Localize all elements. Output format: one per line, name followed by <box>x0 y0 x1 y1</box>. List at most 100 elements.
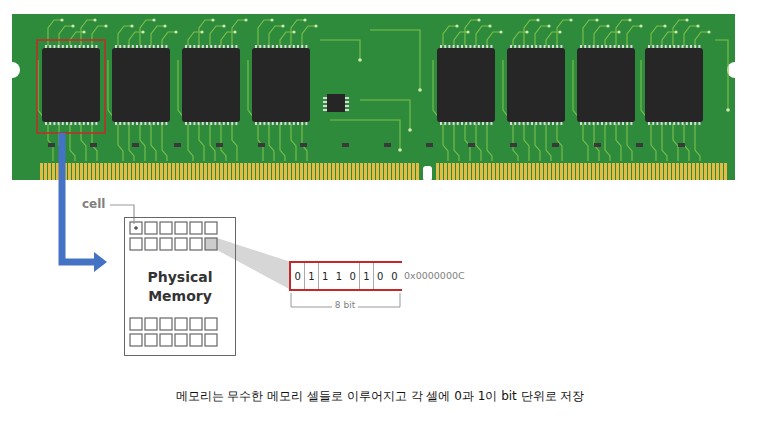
pcb-trace <box>454 32 468 46</box>
pcb-trace <box>302 26 316 46</box>
bit-cell: 0 <box>387 263 401 289</box>
pcb-trace <box>695 32 709 46</box>
gold-contact <box>476 163 479 180</box>
memory-chip <box>437 45 495 125</box>
pcb-trace <box>651 26 665 46</box>
gold-contact <box>176 163 179 180</box>
gold-contact <box>112 163 115 180</box>
via-dot <box>595 18 598 21</box>
gold-contact <box>344 163 347 180</box>
gold-contact <box>676 163 679 180</box>
pcb-trace <box>280 124 285 161</box>
gold-contact <box>368 163 371 180</box>
gold-contact <box>160 163 163 180</box>
gold-contact <box>144 163 147 180</box>
gold-contact <box>440 163 443 180</box>
gold-contact <box>612 163 615 180</box>
gold-contact <box>376 163 379 180</box>
pcb-trace <box>129 124 134 161</box>
pcb-trace <box>476 124 481 161</box>
gold-contact <box>236 163 239 180</box>
bit-value: 0 <box>350 270 356 283</box>
gold-contact <box>632 163 635 180</box>
gold-contact <box>496 163 499 180</box>
gold-contact <box>556 163 559 180</box>
memory-cell <box>160 334 172 346</box>
memory-cell <box>160 318 172 330</box>
bit-cell: 0 <box>291 263 305 289</box>
gold-contact <box>544 163 547 180</box>
gold-contact <box>680 163 683 180</box>
gold-contact <box>220 163 223 180</box>
arrow-head <box>94 252 107 272</box>
gold-contact <box>100 163 103 180</box>
pcb-trace <box>513 32 527 46</box>
memory-cell <box>130 238 142 250</box>
gold-contact <box>624 163 627 180</box>
gold-contact <box>464 163 467 180</box>
gold-contact <box>408 163 411 180</box>
pcb-trace <box>188 32 202 46</box>
memory-cell <box>160 222 172 234</box>
gold-contact <box>116 163 119 180</box>
pcb-trace <box>232 124 237 161</box>
gold-contact <box>308 163 311 180</box>
gold-contact <box>600 163 603 180</box>
via-dot <box>71 24 74 27</box>
memory-chip <box>577 45 635 125</box>
gold-contact <box>448 163 451 180</box>
smd-component <box>216 143 223 147</box>
via-dot <box>569 18 572 21</box>
pcb-trace <box>258 124 263 161</box>
bit-cell: 0 <box>346 263 360 289</box>
chip-body <box>42 48 100 122</box>
pcb-trace <box>557 124 562 161</box>
via-dot <box>455 24 458 27</box>
gold-contact <box>508 163 511 180</box>
via-dot <box>292 30 295 33</box>
via-dot <box>685 18 688 21</box>
memory-cell <box>130 334 142 346</box>
gold-contact <box>528 163 531 180</box>
pcb-trace <box>330 120 400 150</box>
gold-contact <box>716 163 719 180</box>
bit-value: 1 <box>322 270 328 283</box>
bit-cell: 1 <box>360 263 374 289</box>
chip-body <box>112 48 170 122</box>
gold-contact <box>396 163 399 180</box>
smd-component <box>384 143 391 147</box>
gold-contact <box>640 163 643 180</box>
gold-contact <box>656 163 659 180</box>
memory-chip <box>507 45 565 125</box>
gold-contacts <box>40 163 727 180</box>
gold-contact <box>200 163 203 180</box>
chip-pin <box>345 97 349 99</box>
bit-value: 1 <box>363 270 369 283</box>
pcb-trace <box>583 124 588 161</box>
gold-contact <box>384 163 387 180</box>
pcb-trace <box>673 124 678 161</box>
gold-contact <box>212 163 215 180</box>
gold-contact <box>300 163 303 180</box>
gold-contact <box>132 163 135 180</box>
gold-contact <box>120 163 123 180</box>
pcb-trace <box>162 124 167 161</box>
bit-value: 0 <box>377 270 383 283</box>
pcb-trace <box>535 26 549 46</box>
via-dot <box>466 30 469 33</box>
gold-contact <box>148 163 151 180</box>
pcb-trace <box>70 32 84 46</box>
gold-contact <box>304 163 307 180</box>
bit-cell: 1 <box>305 263 319 289</box>
gold-contact <box>228 163 231 180</box>
memory-cell <box>190 318 202 330</box>
gold-contact <box>232 163 235 180</box>
gold-contact <box>168 163 171 180</box>
highlight-box <box>37 40 105 133</box>
bit-cell: 0 <box>374 263 388 289</box>
gold-contact <box>164 163 167 180</box>
via-dot <box>233 30 236 33</box>
pcb-trace <box>70 124 75 161</box>
pcb-trace <box>199 124 204 161</box>
gold-contact <box>504 163 507 180</box>
